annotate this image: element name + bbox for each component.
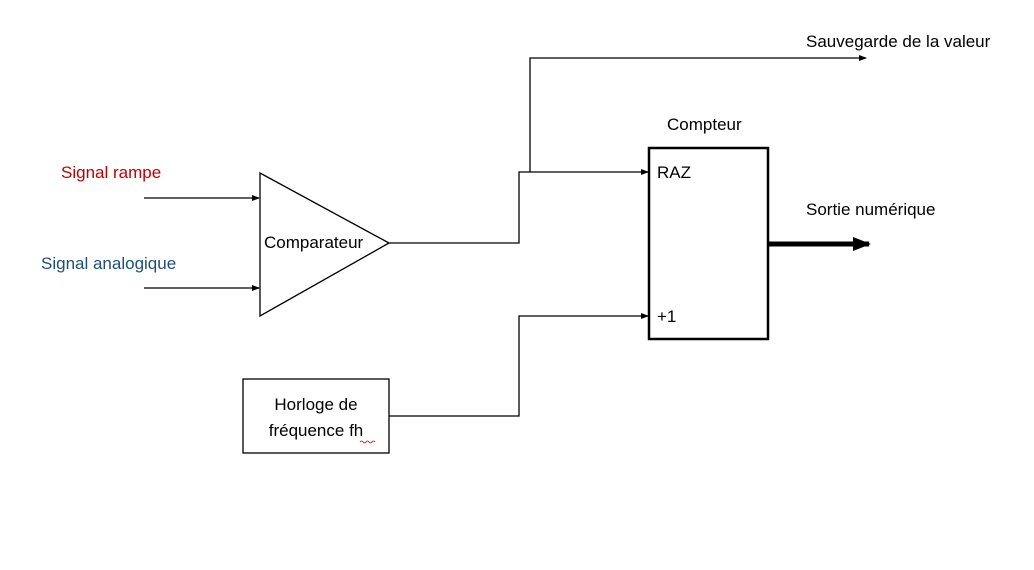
save-value-arrow bbox=[529, 55, 867, 172]
comparator-label: Comparateur bbox=[264, 233, 364, 252]
clock-block bbox=[242, 378, 390, 454]
clock-label-line2: fréquence fh bbox=[269, 421, 364, 440]
digital-output-label: Sortie numérique bbox=[806, 200, 935, 219]
counter-port-increment: +1 bbox=[657, 307, 676, 326]
clock-label-line1: Horloge de bbox=[274, 395, 357, 414]
counter-block bbox=[647, 146, 770, 341]
counter-title: Compteur bbox=[667, 115, 742, 134]
save-value-label: Sauvegarde de la valeur bbox=[806, 32, 991, 51]
spellcheck-underline bbox=[359, 440, 376, 444]
signal-rampe-label: Signal rampe bbox=[61, 163, 161, 182]
comparator-to-raz-wire bbox=[389, 169, 649, 244]
clock-to-increment-wire bbox=[389, 313, 649, 417]
counter-port-raz: RAZ bbox=[657, 163, 691, 182]
comparator-triangle bbox=[259, 171, 391, 318]
signal-analogique-label: Signal analogique bbox=[41, 254, 176, 273]
